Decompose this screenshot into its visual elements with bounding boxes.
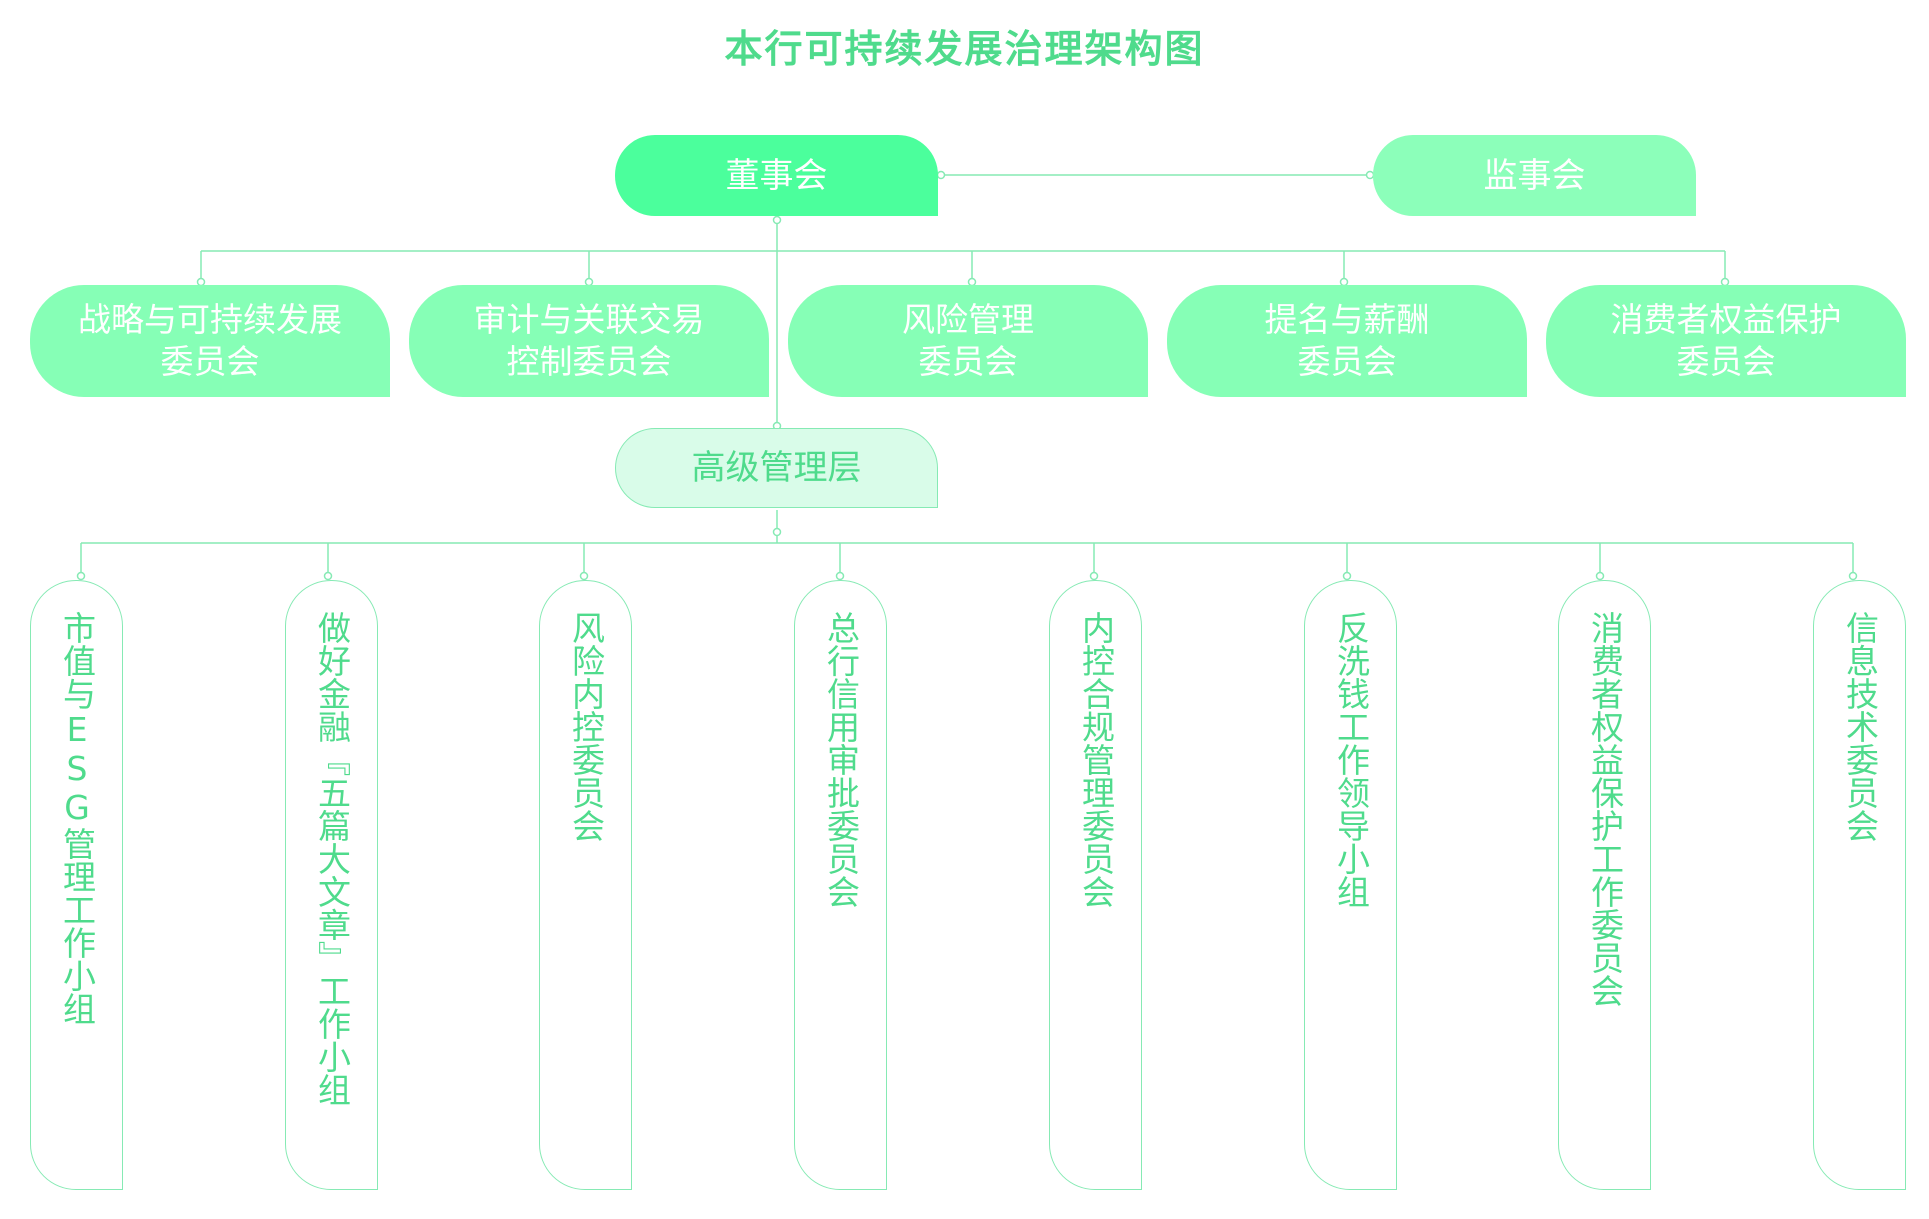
working-group-label: 消费者权益保护工作委员会 (1585, 611, 1625, 1007)
working-group-label: 市值与ESG管理工作小组 (57, 611, 97, 1025)
working-group-label: 风险内控委员会 (566, 611, 606, 842)
working-group-consumer-protection: 消费者权益保护工作委员会 (1558, 580, 1651, 1190)
board-label: 董事会 (725, 155, 828, 196)
supervisory-board-box: 监事会 (1373, 135, 1696, 216)
committee-label-line2: 委员会 (1297, 342, 1397, 381)
committee-label-line1: 风险管理 (902, 300, 1034, 339)
committee-label-line2: 控制委员会 (506, 342, 672, 381)
working-group-anti-money-laundering: 反洗钱工作领导小组 (1304, 580, 1397, 1190)
committee-label-line1: 战略与可持续发展 (78, 300, 342, 339)
senior-management-box: 高级管理层 (615, 428, 938, 508)
working-group-information-technology: 信息技术委员会 (1813, 580, 1906, 1190)
committee-consumer-protection: 消费者权益保护 委员会 (1546, 285, 1906, 397)
working-group-label: 总行信用审批委员会 (821, 611, 861, 908)
working-group-label: 内控合规管理委员会 (1076, 611, 1116, 908)
link-dot (936, 170, 946, 180)
working-group-label: 反洗钱工作领导小组 (1331, 611, 1371, 908)
committee-label-line2: 委员会 (160, 342, 260, 381)
working-group-compliance: 内控合规管理委员会 (1049, 580, 1142, 1190)
committee-audit-related-party: 审计与关联交易 控制委员会 (409, 285, 769, 397)
working-group-esg: 市值与ESG管理工作小组 (30, 580, 123, 1190)
chart-title: 本行可持续发展治理架构图 (724, 27, 1205, 71)
working-group-risk-internal-control: 风险内控委员会 (539, 580, 632, 1190)
senior-management-label: 高级管理层 (691, 448, 862, 488)
working-group-credit-approval: 总行信用审批委员会 (794, 580, 887, 1190)
committee-label-line1: 审计与关联交易 (473, 300, 705, 339)
committee-label-line2: 委员会 (1676, 342, 1776, 381)
committee-strategy-sustainability: 战略与可持续发展 委员会 (30, 285, 390, 397)
board-of-directors-box: 董事会 (615, 135, 938, 216)
working-group-label: 信息技术委员会 (1840, 611, 1880, 842)
committee-label-line2: 委员会 (918, 342, 1018, 381)
committee-label-line1: 消费者权益保护 (1610, 300, 1842, 339)
working-group-five-articles: 做好金融『五篇大文章』工作小组 (285, 580, 378, 1190)
working-group-label: 做好金融『五篇大文章』工作小组 (312, 611, 352, 1106)
supervisory-board-label: 监事会 (1483, 155, 1586, 196)
link-dot (772, 215, 782, 225)
committee-nomination-remuneration: 提名与薪酬 委员会 (1167, 285, 1527, 397)
committee-label-line1: 提名与薪酬 (1264, 300, 1430, 339)
committee-risk-management: 风险管理 委员会 (788, 285, 1148, 397)
